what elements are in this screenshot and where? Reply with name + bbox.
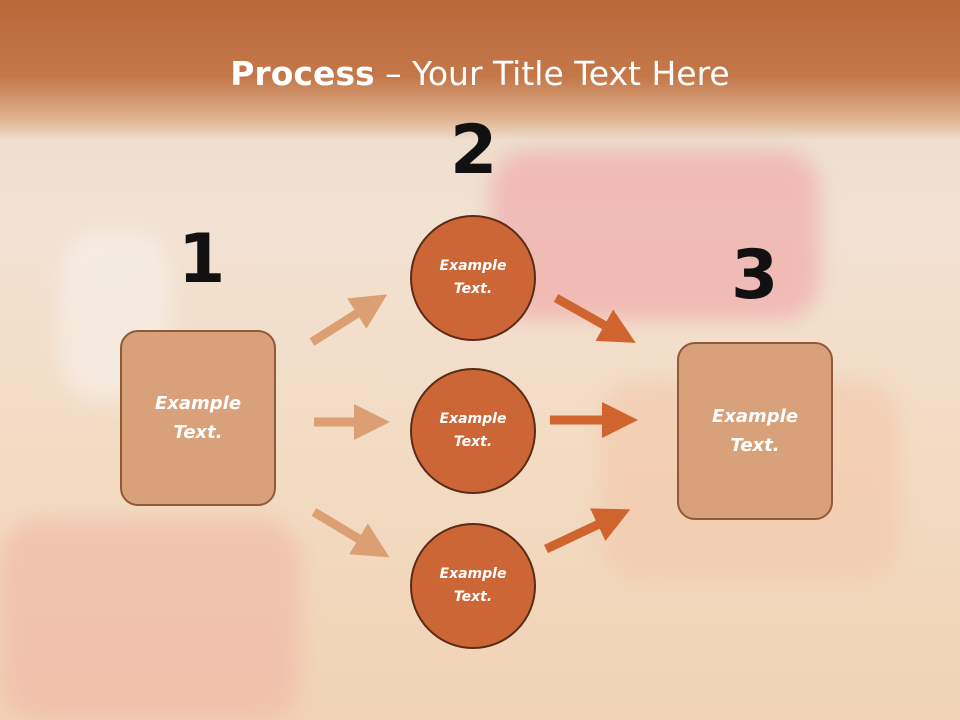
title-rest: – Your Title Text Here (374, 54, 730, 93)
circle-bottom-text: Example Text. (439, 566, 507, 605)
circle-top-text: Example Text. (439, 258, 507, 297)
end-box: Example Text. (677, 342, 833, 520)
step-number-2: 2 (450, 111, 498, 190)
arrow-left-to-top (309, 294, 388, 346)
arrow-top-to-right (553, 294, 636, 343)
end-box-text: Example Text. (711, 406, 799, 456)
slide-title: Process – Your Title Text Here (0, 52, 960, 96)
start-box: Example Text. (120, 330, 276, 506)
step-number-3: 3 (731, 236, 779, 315)
background-photo-polish-row (490, 150, 820, 320)
step-number-1: 1 (178, 220, 226, 299)
header-band (0, 0, 960, 140)
circle-bottom: Example Text. (410, 523, 536, 649)
title-bold: Process (230, 54, 375, 93)
circle-top: Example Text. (410, 215, 536, 341)
background-photo-towel (0, 520, 300, 720)
start-box-text: Example Text. (154, 393, 242, 443)
circle-middle-text: Example Text. (439, 411, 507, 450)
arrow-left-to-bottom (311, 508, 390, 558)
circle-middle: Example Text. (410, 368, 536, 494)
arrow-bottom-to-right (544, 508, 631, 554)
